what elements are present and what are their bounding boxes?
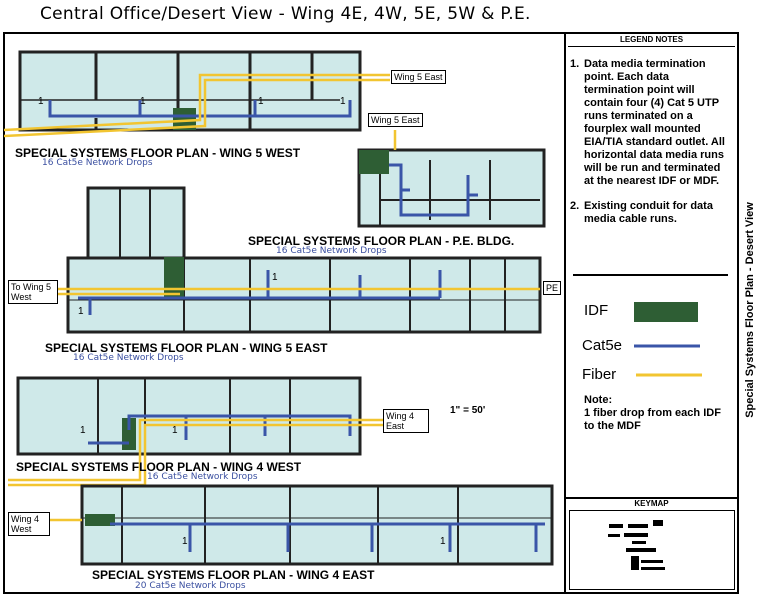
wing5e-north-wing [86,186,186,262]
plan-pe-bldg [357,130,546,228]
wing5w-fiber [3,73,390,138]
wing5e-idf [164,257,184,297]
plan-drops-wing5w: 16 Cat5e Network Drops [42,158,153,168]
drop-marker: 1 [78,306,84,317]
callout-wing5east-top: Wing 5 East [391,70,446,84]
wing5e-fiber [40,287,540,296]
wing4e-cat5e [110,522,545,552]
plan-title-wing4w: SPECIAL SYSTEMS FLOOR PLAN - WING 4 WEST [16,460,302,474]
note-2-text: Existing conduit for data media cable ru… [584,200,713,225]
keymap-box [566,497,737,592]
keymap-drawing [608,520,665,570]
legend-header: LEGEND NOTES [568,33,735,47]
plan-drops-pe: 16 Cat5e Network Drops [276,246,387,256]
wing4w-fiber [8,418,383,487]
note-1: 1. Data media termination point. Each da… [570,58,730,188]
plan-wing-4-west [8,376,383,487]
note-1-text: Data media termination point. Each data … [584,58,725,187]
legend-divider [573,274,728,276]
wing5w-idf [173,108,196,130]
keymap-title: KEYMAP [634,499,669,508]
pe-outline [357,148,546,228]
fiber-note-text: 1 fiber drop from each IDF to the MDF [584,407,721,432]
plan-drops-wing4e: 20 Cat5e Network Drops [135,581,246,591]
key-idf-swatch [634,302,698,322]
key-idf-label: IDF [584,302,609,319]
drop-marker: 1 [272,272,278,283]
legend-notes: 1. Data media termination point. Each da… [570,58,730,238]
note-2-number: 2. [570,200,580,212]
drop-marker: 1 [340,96,346,107]
drop-marker: 1 [440,536,446,547]
callout-wing4west: Wing 4 West [8,512,50,536]
callout-wing4east: Wing 4 East [383,409,429,433]
key-fiber-label: Fiber [582,366,617,383]
drop-marker: 1 [258,96,264,107]
scale-label: 1" = 50' [450,405,486,416]
fiber-note: Note: 1 fiber drop from each IDF to the … [584,394,734,433]
drop-marker: 1 [140,96,146,107]
drop-marker: 1 [80,425,86,436]
wing5e-cat5e [78,270,442,315]
note-1-number: 1. [570,58,580,70]
callout-to-wing5west: To Wing 5 West [8,280,58,304]
plan-wing-5-west [3,50,390,138]
callout-wing5east: Wing 5 East [368,113,423,127]
plan-drops-wing4w: 16 Cat5e Network Drops [147,472,258,482]
key-cat5e-label: Cat5e [582,337,623,354]
pe-cat5e [389,163,478,217]
keymap-panel [569,510,735,590]
plan-drops-wing5e: 16 Cat5e Network Drops [73,353,184,363]
plan-title-wing5w: SPECIAL SYSTEMS FLOOR PLAN - WING 5 WEST [15,146,301,160]
drawing-frame [3,32,739,594]
pe-idf [359,150,389,174]
fiber-note-title: Note: [584,394,613,406]
drop-marker: 1 [38,96,44,107]
page-title: Central Office/Desert View - Wing 4E, 4W… [40,4,531,24]
drop-marker: 1 [182,536,188,547]
drop-marker: 1 [172,425,178,436]
plan-title-wing5e: SPECIAL SYSTEMS FLOOR PLAN - WING 5 EAST [45,341,328,355]
plan-wing-4-east [48,484,554,566]
note-2: 2. Existing conduit for data media cable… [570,200,730,226]
legend-column [564,32,739,594]
wing4e-idf [85,514,115,526]
plan-wing-5-east [40,186,542,334]
callout-pe: PE [543,281,562,295]
plan-title-wing4e: SPECIAL SYSTEMS FLOOR PLAN - WING 4 EAST [92,568,375,582]
plan-title-pe: SPECIAL SYSTEMS FLOOR PLAN - P.E. BLDG. [248,234,515,248]
